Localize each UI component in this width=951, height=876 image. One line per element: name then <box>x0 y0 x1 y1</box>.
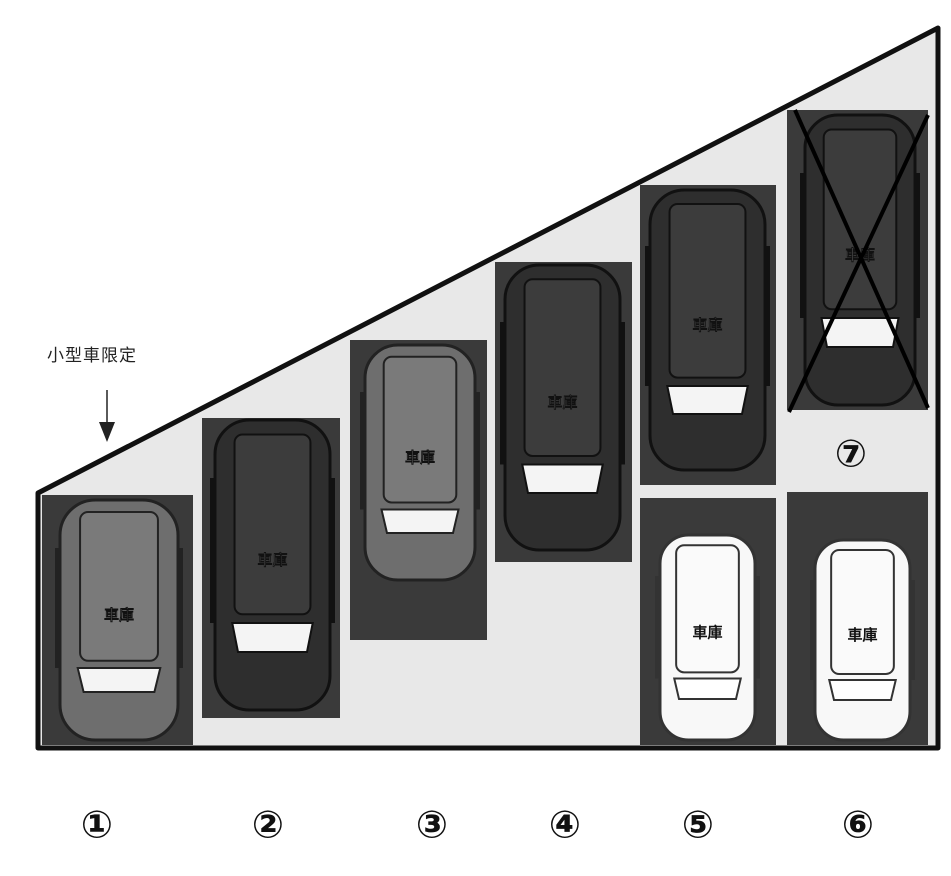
car-roof <box>79 511 159 662</box>
car-windshield <box>827 679 898 701</box>
spot-number-4: ④ <box>549 803 581 847</box>
car-roof <box>233 433 312 616</box>
car-mirror-right <box>177 548 183 668</box>
car-roof <box>382 355 458 504</box>
car-roof <box>668 203 747 379</box>
car-roof <box>675 544 740 674</box>
garage-label: 車庫 <box>405 449 435 467</box>
car-4: 車庫 <box>500 263 625 552</box>
car-mirror-right <box>754 576 760 679</box>
car-windshield <box>231 622 314 653</box>
garage-label: 車庫 <box>257 551 287 569</box>
car-mirror-left <box>645 246 651 386</box>
car-mirror-left <box>655 576 661 679</box>
small-car-only-note: 小型車限定 <box>47 346 137 366</box>
garage-label: 車庫 <box>847 626 877 644</box>
arrow-down-icon <box>99 422 115 442</box>
car-mirror-left <box>55 548 61 668</box>
car-5-upper: 車庫 <box>645 188 770 472</box>
car-windshield <box>380 508 460 534</box>
spot-number-6: ⑥ <box>842 803 874 847</box>
car-7: 車庫 <box>800 113 920 407</box>
spot-number-1: ① <box>81 803 113 847</box>
car-mirror-right <box>909 580 915 680</box>
car-mirror-right <box>474 392 480 510</box>
car-windshield <box>672 677 743 700</box>
car-mirror-left <box>500 322 506 465</box>
car-mirror-left <box>360 392 366 510</box>
car-roof <box>523 278 602 457</box>
car-5: 車庫 <box>655 533 760 742</box>
car-mirror-right <box>329 478 335 623</box>
garage-label: 車庫 <box>104 606 134 624</box>
spot-number-3: ③ <box>416 803 448 847</box>
car-3: 車庫 <box>360 343 480 582</box>
car-mirror-right <box>764 246 770 386</box>
garage-label: 車庫 <box>692 316 722 334</box>
car-6: 車庫 <box>810 538 915 742</box>
car-2: 車庫 <box>210 418 335 712</box>
garage-label: 車庫 <box>547 394 577 412</box>
car-mirror-right <box>914 173 920 318</box>
car-mirror-left <box>800 173 806 318</box>
car-1: 車庫 <box>55 498 183 742</box>
car-mirror-left <box>810 580 816 680</box>
spot-number-7: ⑦ <box>835 432 867 476</box>
spot-number-2: ② <box>252 803 284 847</box>
car-roof <box>822 128 898 311</box>
car-windshield <box>76 667 162 693</box>
spot-number-5: ⑤ <box>682 803 714 847</box>
car-windshield <box>521 463 604 494</box>
cross-out-line <box>787 114 930 413</box>
car-mirror-left <box>210 478 216 623</box>
car-roof <box>830 549 895 675</box>
car-windshield <box>666 385 749 415</box>
car-mirror-right <box>619 322 625 465</box>
garage-label: 車庫 <box>692 624 722 642</box>
